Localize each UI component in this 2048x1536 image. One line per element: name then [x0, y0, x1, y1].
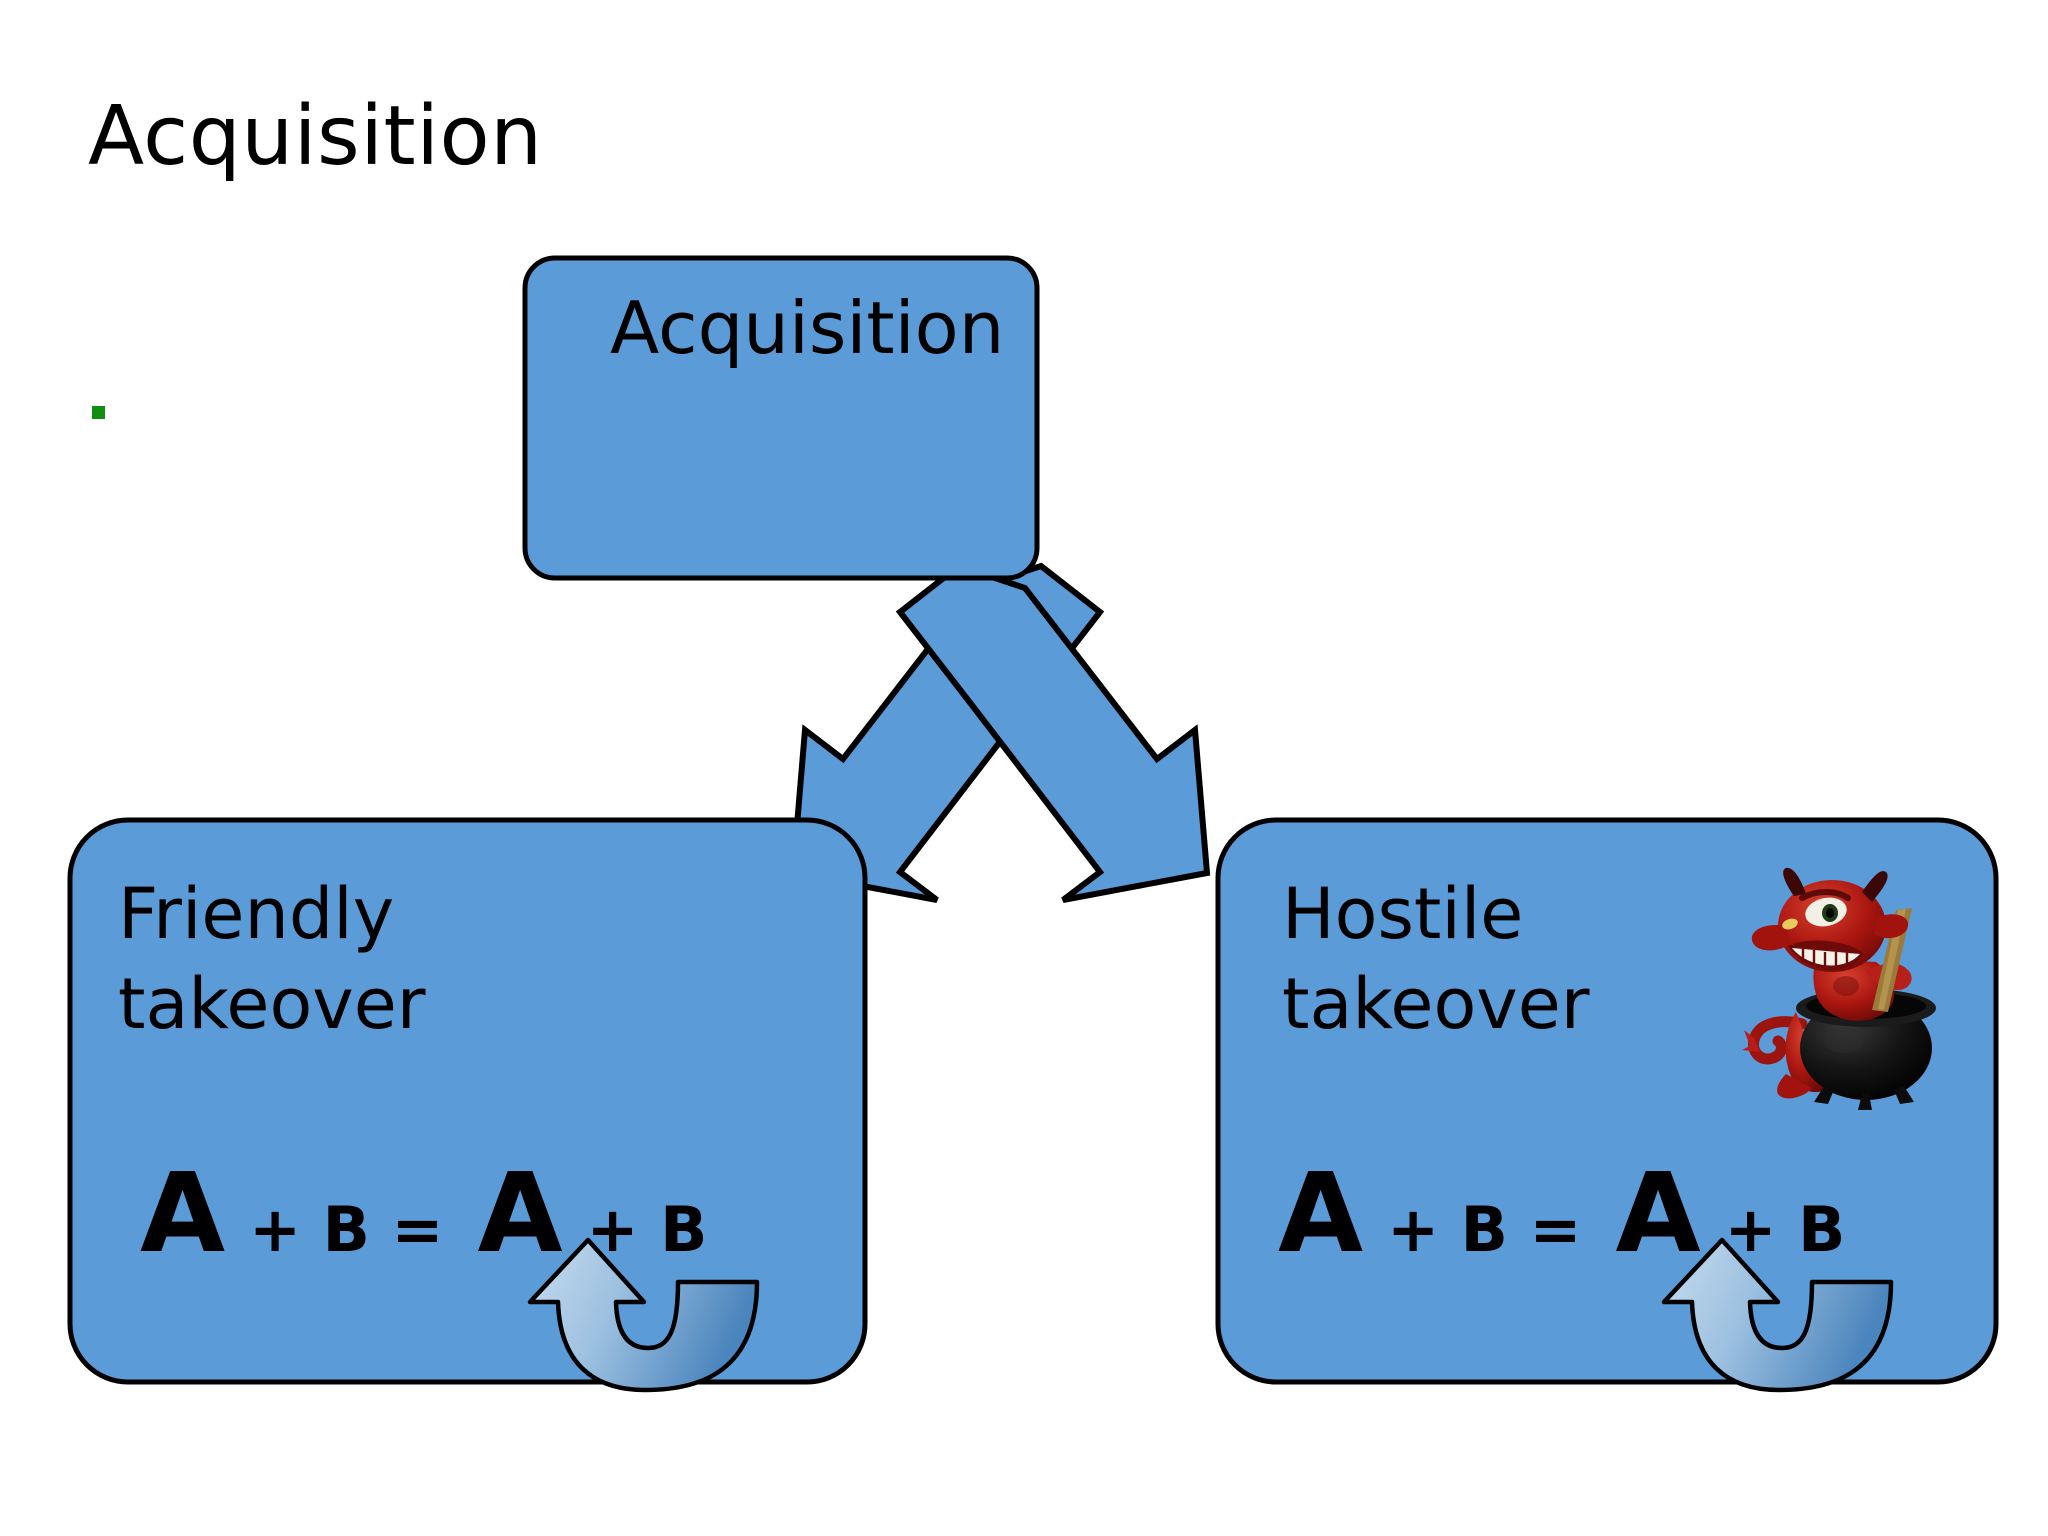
friendly-takeover-heading: Friendly takeover: [118, 873, 426, 1045]
formula-right-small: + B: [586, 1193, 708, 1266]
hostile-takeover-formula: A + B = A + B: [1278, 1158, 1845, 1268]
formula-left-big: A: [140, 1149, 226, 1277]
bullet-marker: [92, 406, 105, 419]
formula-left-small: + B =: [1387, 1193, 1582, 1266]
acquisition-node-label: Acquisition: [610, 286, 1005, 370]
acquisition-node-box[interactable]: [522, 255, 1040, 581]
connector-to-hostile: [895, 562, 1211, 903]
friendly-takeover-node-box[interactable]: [67, 817, 868, 1385]
formula-right-big: A: [477, 1149, 563, 1277]
hostile-takeover-heading: Hostile takeover: [1282, 873, 1590, 1045]
formula-left-small: + B =: [249, 1193, 444, 1266]
b-to-a-curved-arrow-right: [1661, 1237, 1894, 1393]
b-to-a-curved-arrow-left: [527, 1237, 760, 1393]
formula-right-big: A: [1615, 1149, 1701, 1277]
friendly-takeover-formula: A + B = A + B: [140, 1158, 707, 1268]
red-devil-cauldron-icon: [1742, 867, 1936, 1110]
page-title: Acquisition: [88, 89, 543, 184]
formula-left-big: A: [1278, 1149, 1364, 1277]
formula-right-small: + B: [1724, 1193, 1846, 1266]
